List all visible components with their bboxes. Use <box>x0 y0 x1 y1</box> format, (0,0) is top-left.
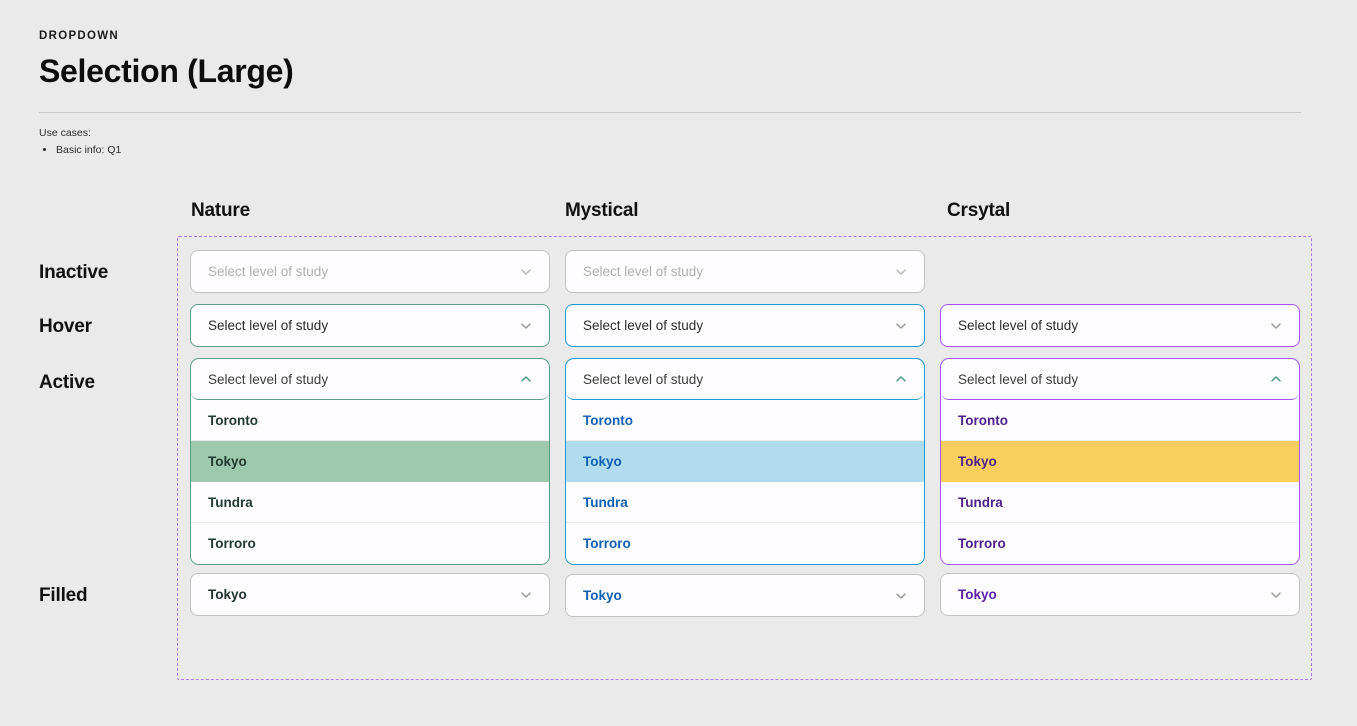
list-item[interactable]: Tundra <box>941 482 1299 523</box>
eyebrow-label: DROPDOWN <box>39 30 120 42</box>
column-header-mystical: Mystical <box>565 200 639 221</box>
dropdown-field[interactable]: Tokyo <box>190 573 550 616</box>
list-item[interactable]: Tundra <box>566 482 924 523</box>
list-item[interactable]: Tokyo <box>566 441 924 482</box>
row-label-hover: Hover <box>39 316 92 337</box>
dropdown-mystical-active[interactable]: Select level of study Toronto Tokyo Tund… <box>565 358 925 565</box>
chevron-up-icon <box>896 376 906 382</box>
dropdown-nature-active[interactable]: Select level of study Toronto Tokyo Tund… <box>190 358 550 565</box>
list-item[interactable]: Toronto <box>191 400 549 441</box>
dropdown-nature-inactive[interactable]: Select level of study <box>190 250 550 293</box>
list-item[interactable]: Torroro <box>583 536 631 551</box>
dropdown-field[interactable]: Select level of study <box>191 359 549 400</box>
column-header-crsytal: Crsytal <box>947 200 1011 221</box>
chevron-up-icon <box>521 376 531 382</box>
chevron-down-icon <box>521 322 531 329</box>
list-item[interactable]: Tokyo <box>191 441 549 482</box>
dropdown-placeholder: Select level of study <box>958 318 1079 333</box>
dropdown-field[interactable]: Select level of study <box>190 250 550 293</box>
chevron-down-icon <box>521 268 531 275</box>
dropdown-field[interactable]: Select level of study <box>941 359 1299 400</box>
dropdown-placeholder: Select level of study <box>208 371 329 387</box>
list-item[interactable]: Toronto <box>941 400 1299 441</box>
row-label-inactive: Inactive <box>39 262 109 283</box>
dropdown-placeholder: Select level of study <box>583 371 704 387</box>
dropdown-placeholder: Select level of study <box>583 318 704 333</box>
dropdown-mystical-filled[interactable]: Tokyo <box>565 574 925 617</box>
dropdown-option-list[interactable]: Toronto Tokyo Tundra Torroro <box>941 400 1299 564</box>
row-label-active: Active <box>39 372 95 393</box>
header-divider <box>39 112 1301 114</box>
list-item[interactable]: Torroro <box>958 536 1006 551</box>
chevron-down-icon <box>1271 322 1281 329</box>
dropdown-placeholder: Select level of study <box>583 264 704 279</box>
column-header-nature: Nature <box>191 200 250 221</box>
dropdown-placeholder: Select level of study <box>208 318 329 333</box>
dropdown-placeholder: Select level of study <box>958 371 1079 387</box>
dropdown-crsytal-filled[interactable]: Tokyo <box>940 573 1300 616</box>
dropdown-field[interactable]: Select level of study <box>565 250 925 293</box>
use-cases-list: Basic info: Q1 <box>39 142 121 159</box>
list-item: Basic info: Q1 <box>56 142 121 159</box>
dropdown-field[interactable]: Select level of study <box>566 359 924 400</box>
chevron-down-icon <box>896 268 906 275</box>
dropdown-nature-filled[interactable]: Tokyo <box>190 573 550 616</box>
list-item[interactable]: Toronto <box>566 400 924 441</box>
use-cases-block: Use cases: Basic info: Q1 <box>39 125 121 160</box>
list-item[interactable]: Tokyo <box>941 441 1299 482</box>
page-title: Selection (Large) <box>39 53 294 89</box>
dropdown-crsytal-hover[interactable]: Select level of study <box>940 304 1300 347</box>
list-item[interactable]: Torroro <box>208 536 256 551</box>
dropdown-field[interactable]: Tokyo <box>565 574 925 617</box>
dropdown-field[interactable]: Select level of study <box>565 304 925 347</box>
chevron-down-icon <box>521 591 531 598</box>
dropdown-option-list[interactable]: Toronto Tokyo Tundra Torroro <box>566 400 924 564</box>
dropdown-nature-hover[interactable]: Select level of study <box>190 304 550 347</box>
row-label-filled: Filled <box>39 585 88 606</box>
chevron-down-icon <box>1271 591 1281 598</box>
dropdown-placeholder: Select level of study <box>208 264 329 279</box>
dropdown-mystical-hover[interactable]: Select level of study <box>565 304 925 347</box>
dropdown-option-list[interactable]: Toronto Tokyo Tundra Torroro <box>191 400 549 564</box>
chevron-up-icon <box>1271 376 1281 382</box>
list-item[interactable]: Tundra <box>191 482 549 523</box>
dropdown-field[interactable]: Select level of study <box>940 304 1300 347</box>
dropdown-selected-value: Tokyo <box>958 587 997 602</box>
dropdown-crsytal-active[interactable]: Select level of study Toronto Tokyo Tund… <box>940 358 1300 565</box>
chevron-down-icon <box>896 592 906 599</box>
dropdown-field[interactable]: Tokyo <box>940 573 1300 616</box>
dropdown-field[interactable]: Select level of study <box>190 304 550 347</box>
dropdown-mystical-inactive[interactable]: Select level of study <box>565 250 925 293</box>
dropdown-selected-value: Tokyo <box>208 587 247 602</box>
dropdown-selected-value: Tokyo <box>583 588 622 603</box>
use-cases-label: Use cases: <box>39 127 91 139</box>
page-header: DROPDOWN Selection (Large) <box>39 30 1301 114</box>
chevron-down-icon <box>896 322 906 329</box>
